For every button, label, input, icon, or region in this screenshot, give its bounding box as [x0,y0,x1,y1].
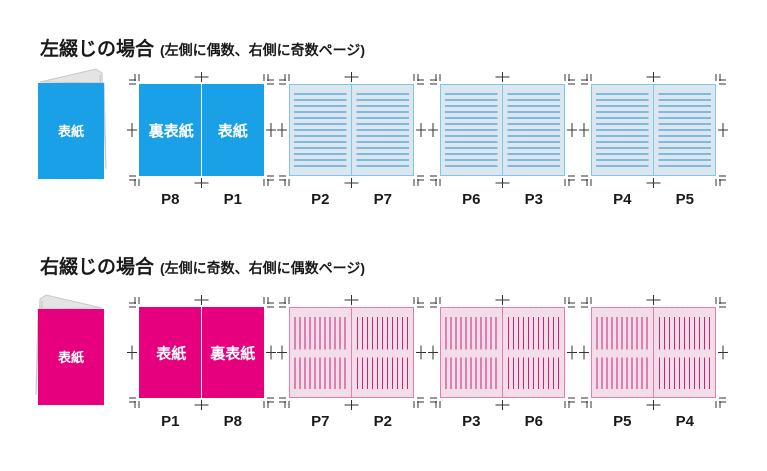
page-label-right: P6 [525,413,543,430]
book-cover [38,309,104,405]
page-label-left: P7 [311,413,329,430]
spread-3: P6 P3 [428,72,577,208]
spread-1: 表紙 裏表紙 P1 P8 [127,295,276,430]
page-label-left: P4 [613,191,632,208]
spread-3: P3 P6 [428,295,577,430]
page-label-left: P8 [161,191,179,208]
book-cover-label: 表紙 [57,350,84,365]
page-label-left: P1 [161,413,179,430]
page-label-right: P7 [374,191,392,208]
page-label-right: P4 [676,413,695,430]
section-title-left: 左綴じの場合 (左側に偶数、右側に奇数ページ) [40,34,365,61]
cover-right-text: 裏表紙 [209,345,255,363]
page-label-left: P6 [462,191,480,208]
spread-4: P4 P5 [579,72,728,208]
page-label-left: P2 [311,191,329,208]
page-label-right: P5 [676,191,694,208]
title-left-main: 左綴じの場合 [40,39,155,60]
book-icon: 表紙 [38,68,107,179]
spread-2: P7 P2 [277,295,426,430]
page-label-right: P3 [525,191,543,208]
cover-right-text: 表紙 [218,122,248,140]
spread-4: P5 P4 [579,295,728,430]
page-label-right: P8 [224,413,242,430]
spread-1: 裏表紙 表紙 P8 P1 [127,72,276,208]
page-label-right: P1 [224,191,242,208]
page-label-right: P2 [374,413,392,430]
title-right-sub: (左側に奇数、右側に偶数ページ) [160,260,366,276]
cover-left-text: 表紙 [156,345,186,363]
title-right-main: 右綴じの場合 [40,257,155,278]
section-title-right: 右綴じの場合 (左側に奇数、右側に偶数ページ) [40,252,365,279]
page-label-left: P3 [462,413,480,430]
cover-left-text: 裏表紙 [148,122,194,140]
page-label-left: P5 [613,413,631,430]
title-left-sub: (左側に偶数、右側に奇数ページ) [160,42,366,58]
book-icon: 表紙 [35,294,104,405]
spread-2: P2 P7 [277,72,426,208]
book-cover-label: 表紙 [57,124,84,139]
book-cover [38,83,104,179]
section-right: 表紙 表紙 裏表紙 P1 P8 P7 P2 P3 P6 P5 P4 [35,294,728,430]
section-left: 表紙 裏表紙 表紙 P8 P1 P2 P7 P6 P3 P4 P5 [38,68,728,208]
